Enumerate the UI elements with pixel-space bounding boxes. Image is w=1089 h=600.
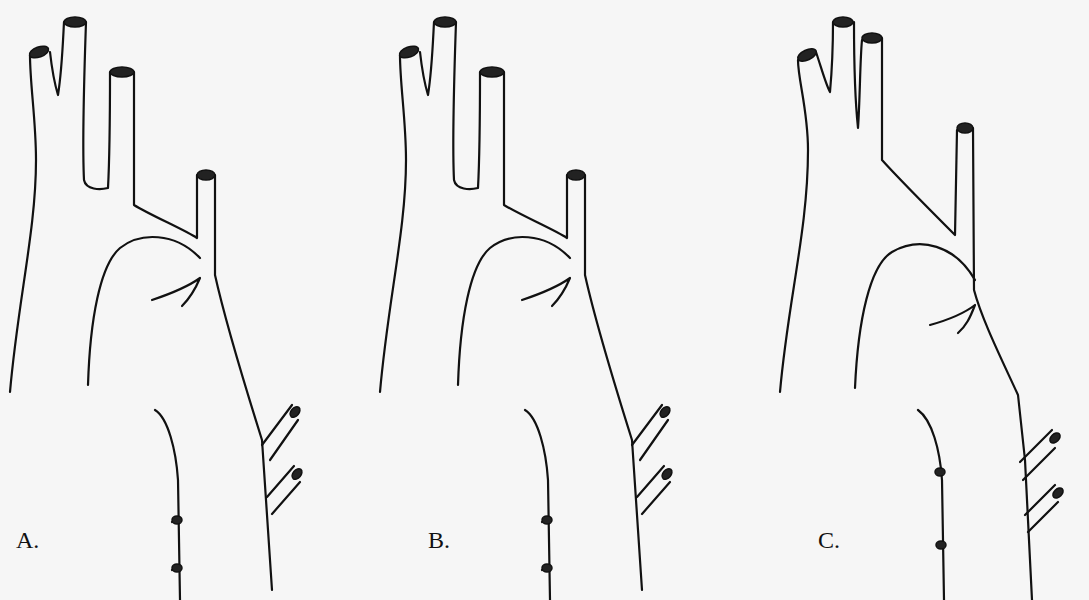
panel-letter: B. (428, 527, 450, 554)
panel-letter: A. (16, 527, 39, 554)
panel-letter: C. (818, 527, 840, 554)
